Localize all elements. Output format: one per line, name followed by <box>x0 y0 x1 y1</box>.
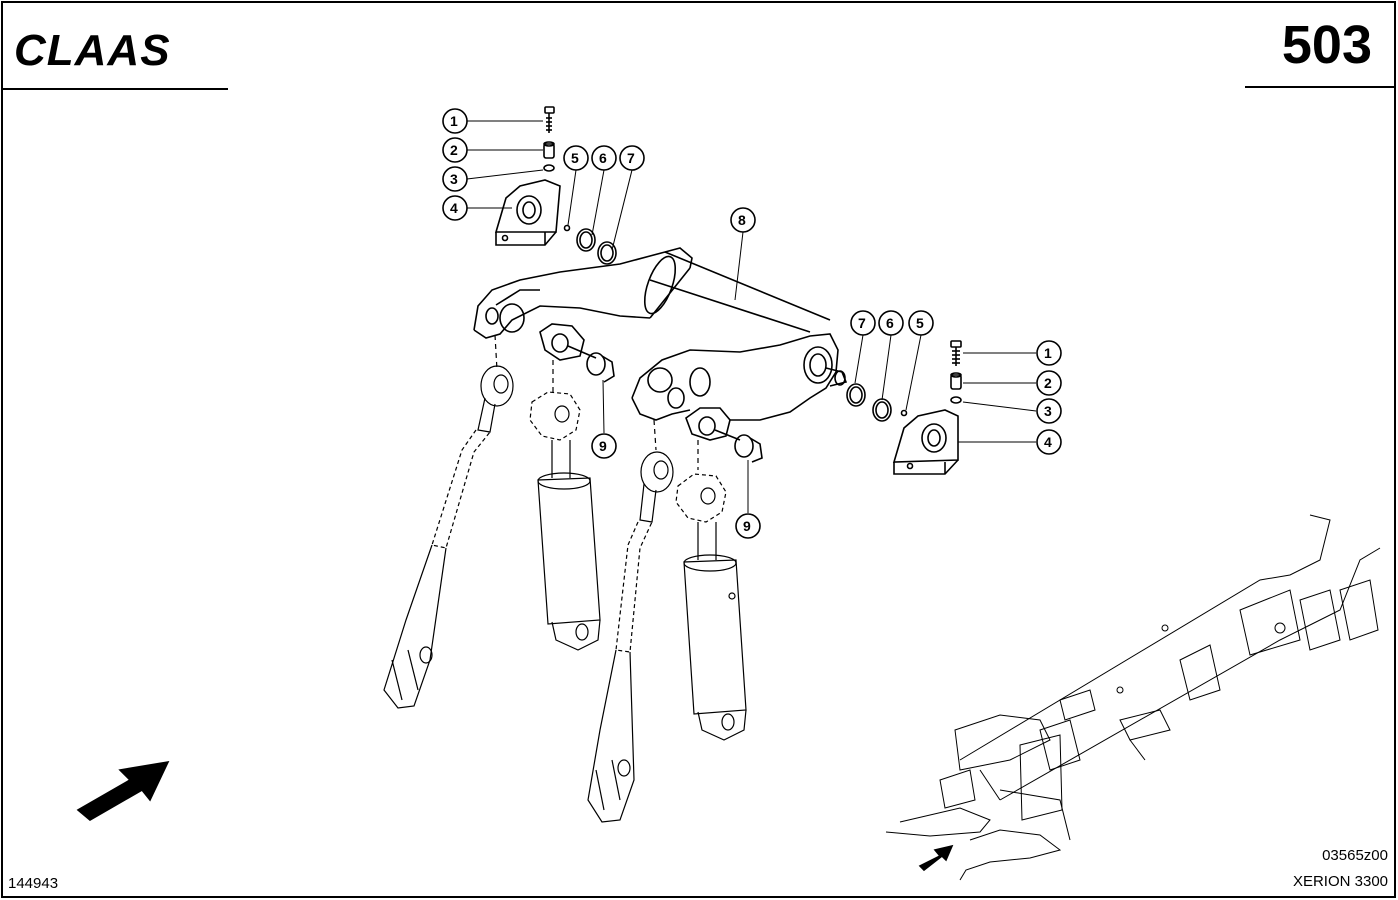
callout-5-right: 5 <box>908 310 934 336</box>
lift-rod-left <box>383 334 514 709</box>
washer-top <box>543 164 555 172</box>
callout-label: 7 <box>858 315 866 331</box>
callout-label: 6 <box>886 315 894 331</box>
callout-label: 5 <box>571 150 579 166</box>
callout-7-right: 7 <box>850 310 876 336</box>
washer-right <box>950 396 962 404</box>
bushing-right <box>950 372 962 390</box>
bolt-top <box>544 106 555 133</box>
callout-label: 9 <box>743 518 751 534</box>
header-underline-left <box>2 88 228 90</box>
callout-2-top: 2 <box>442 137 468 163</box>
callout-label: 8 <box>738 212 746 228</box>
callout-1-right: 1 <box>1036 340 1062 366</box>
header-underline-right <box>1245 86 1395 88</box>
lift-cylinder-left <box>529 360 601 651</box>
callout-4-right: 4 <box>1036 429 1062 455</box>
grease-nipple-top <box>563 224 571 232</box>
callout-2-right: 2 <box>1036 370 1062 396</box>
leader-lines <box>466 120 1037 513</box>
callout-9-right: 9 <box>735 513 761 539</box>
bushing-9-left <box>586 352 615 383</box>
callout-label: 4 <box>450 200 458 216</box>
grease-nipple-right <box>900 409 908 417</box>
callout-5-top: 5 <box>563 145 589 171</box>
callout-label: 5 <box>916 315 924 331</box>
callout-7-top: 7 <box>619 145 645 171</box>
callout-8: 8 <box>730 207 756 233</box>
ring-6-right <box>872 398 892 422</box>
bushing-9-right <box>734 434 763 463</box>
tractor-frame-overview <box>885 514 1381 881</box>
callout-label: 3 <box>1044 403 1052 419</box>
model-name: XERION 3300 <box>1292 873 1388 890</box>
ring-7-top <box>597 241 617 265</box>
callout-label: 2 <box>450 142 458 158</box>
claas-logo: CLAAS <box>14 26 236 75</box>
callout-label: 1 <box>1044 345 1052 361</box>
callout-3-right: 3 <box>1036 398 1062 424</box>
rocker-shaft <box>473 247 848 463</box>
callout-label: 7 <box>627 150 635 166</box>
callout-label: 3 <box>450 171 458 187</box>
callout-label: 4 <box>1044 434 1052 450</box>
callout-1-top: 1 <box>442 108 468 134</box>
bearing-block-top <box>494 179 561 246</box>
bearing-block-right <box>892 409 959 475</box>
drawing-id: 144943 <box>8 875 59 892</box>
callout-label: 1 <box>450 113 458 129</box>
lift-cylinder-right <box>675 440 747 741</box>
callout-label: 6 <box>599 150 607 166</box>
bolt-right <box>950 340 962 366</box>
page-number: 503 <box>1281 15 1372 75</box>
callout-label: 9 <box>599 438 607 454</box>
direction-arrow-small-icon <box>918 844 954 872</box>
callout-6-top: 6 <box>591 145 617 171</box>
callout-9-left: 9 <box>591 433 617 459</box>
callout-3-top: 3 <box>442 166 468 192</box>
lift-rod-right <box>587 419 674 823</box>
callout-label: 2 <box>1044 375 1052 391</box>
callout-4-top: 4 <box>442 195 468 221</box>
ring-6-top <box>576 228 596 252</box>
ring-7-right <box>846 383 866 407</box>
figure-code: 03565z00 <box>1322 847 1388 864</box>
bushing-top <box>543 141 555 159</box>
brand-wordmark: CLAAS <box>14 26 171 75</box>
callout-6-right: 6 <box>878 310 904 336</box>
direction-arrow-icon <box>76 760 170 821</box>
